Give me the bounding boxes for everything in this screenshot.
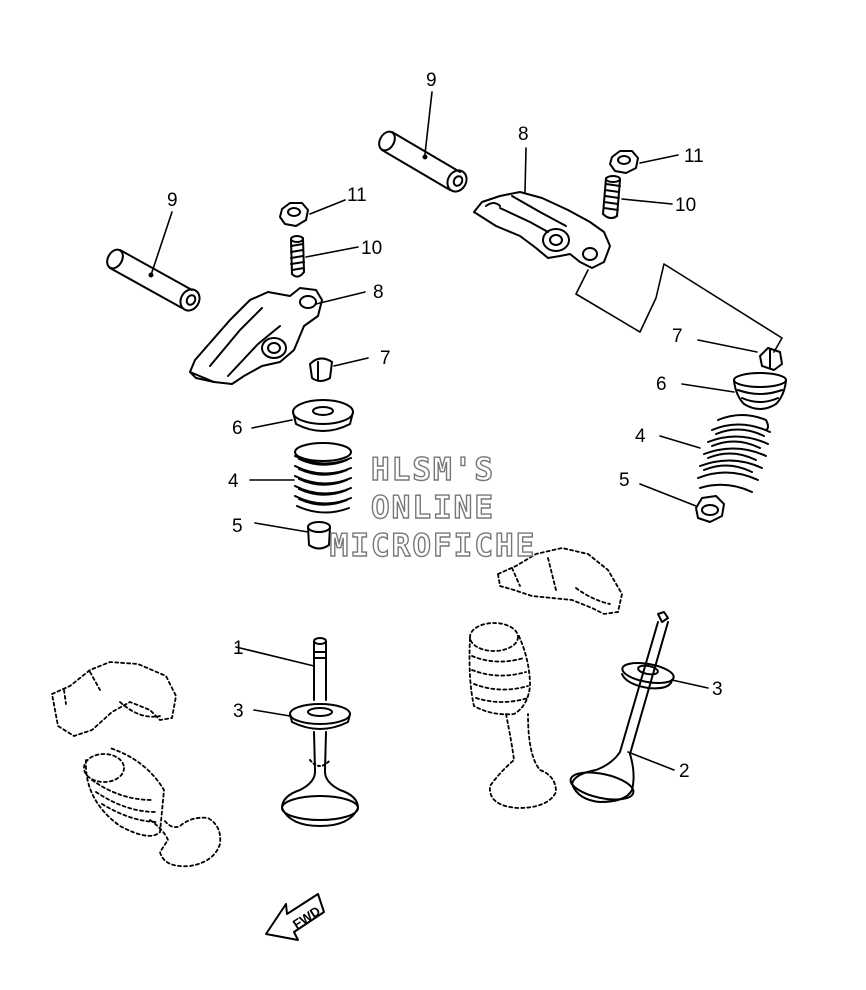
forward-arrow-icon: [265, 893, 325, 941]
watermark-line-2: ONLINE: [370, 489, 495, 526]
assembly-bracket-right: [575, 263, 783, 353]
callout-7-left: 7: [380, 348, 391, 369]
reference-assembly-left: [50, 661, 222, 868]
callout-11-right: 11: [684, 146, 704, 167]
adjuster-screw-right: [602, 175, 621, 220]
callout-3-left: 3: [233, 701, 244, 722]
callout-8-left: 8: [373, 282, 384, 303]
callout-6-left: 6: [232, 418, 243, 439]
rocker-arm-right: [473, 191, 611, 269]
valve-exhaust: [569, 611, 669, 803]
valve-intake: [281, 637, 359, 827]
spring-seat-right: [621, 662, 675, 690]
adjuster-screw-left: [290, 235, 305, 278]
callout-9-left: 9: [167, 190, 178, 211]
locknut-left: [279, 202, 309, 227]
callout-6-right: 6: [656, 374, 667, 395]
valve-spring-right: [697, 414, 771, 493]
callout-5-right: 5: [619, 470, 630, 491]
watermark-line-3: MICROFICHE: [329, 527, 537, 564]
callout-1: 1: [233, 638, 244, 659]
spring-seat-left: [289, 703, 351, 730]
callout-10-left: 10: [361, 238, 382, 259]
valve-cotter-right: [759, 347, 783, 371]
callout-11-left: 11: [347, 185, 367, 206]
callout-3-right: 3: [712, 679, 723, 700]
watermark-line-1: HLSM'S: [370, 451, 495, 488]
spring-retainer-left: [292, 399, 354, 432]
callout-5-left: 5: [232, 516, 243, 537]
rocker-shaft-left: [106, 248, 201, 312]
callout-10-right: 10: [675, 195, 696, 216]
callout-8-right: 8: [518, 124, 529, 145]
callout-4-right: 4: [635, 426, 646, 447]
valve-cotter-left: [309, 357, 333, 382]
callout-7-right: 7: [672, 326, 683, 347]
valve-spring-left: [294, 442, 352, 514]
stem-seal-left: [307, 521, 331, 550]
callout-4-left: 4: [228, 471, 239, 492]
rocker-shaft-right: [378, 130, 468, 193]
locknut-right: [609, 150, 639, 174]
callout-2: 2: [679, 761, 690, 782]
fwd-label: FWD: [290, 903, 323, 932]
stem-seal-right: [695, 495, 725, 523]
rocker-arm-left: [189, 287, 323, 385]
reference-assembly-right: [468, 547, 623, 809]
spring-retainer-right: [733, 372, 787, 410]
callout-9-right: 9: [426, 70, 437, 91]
